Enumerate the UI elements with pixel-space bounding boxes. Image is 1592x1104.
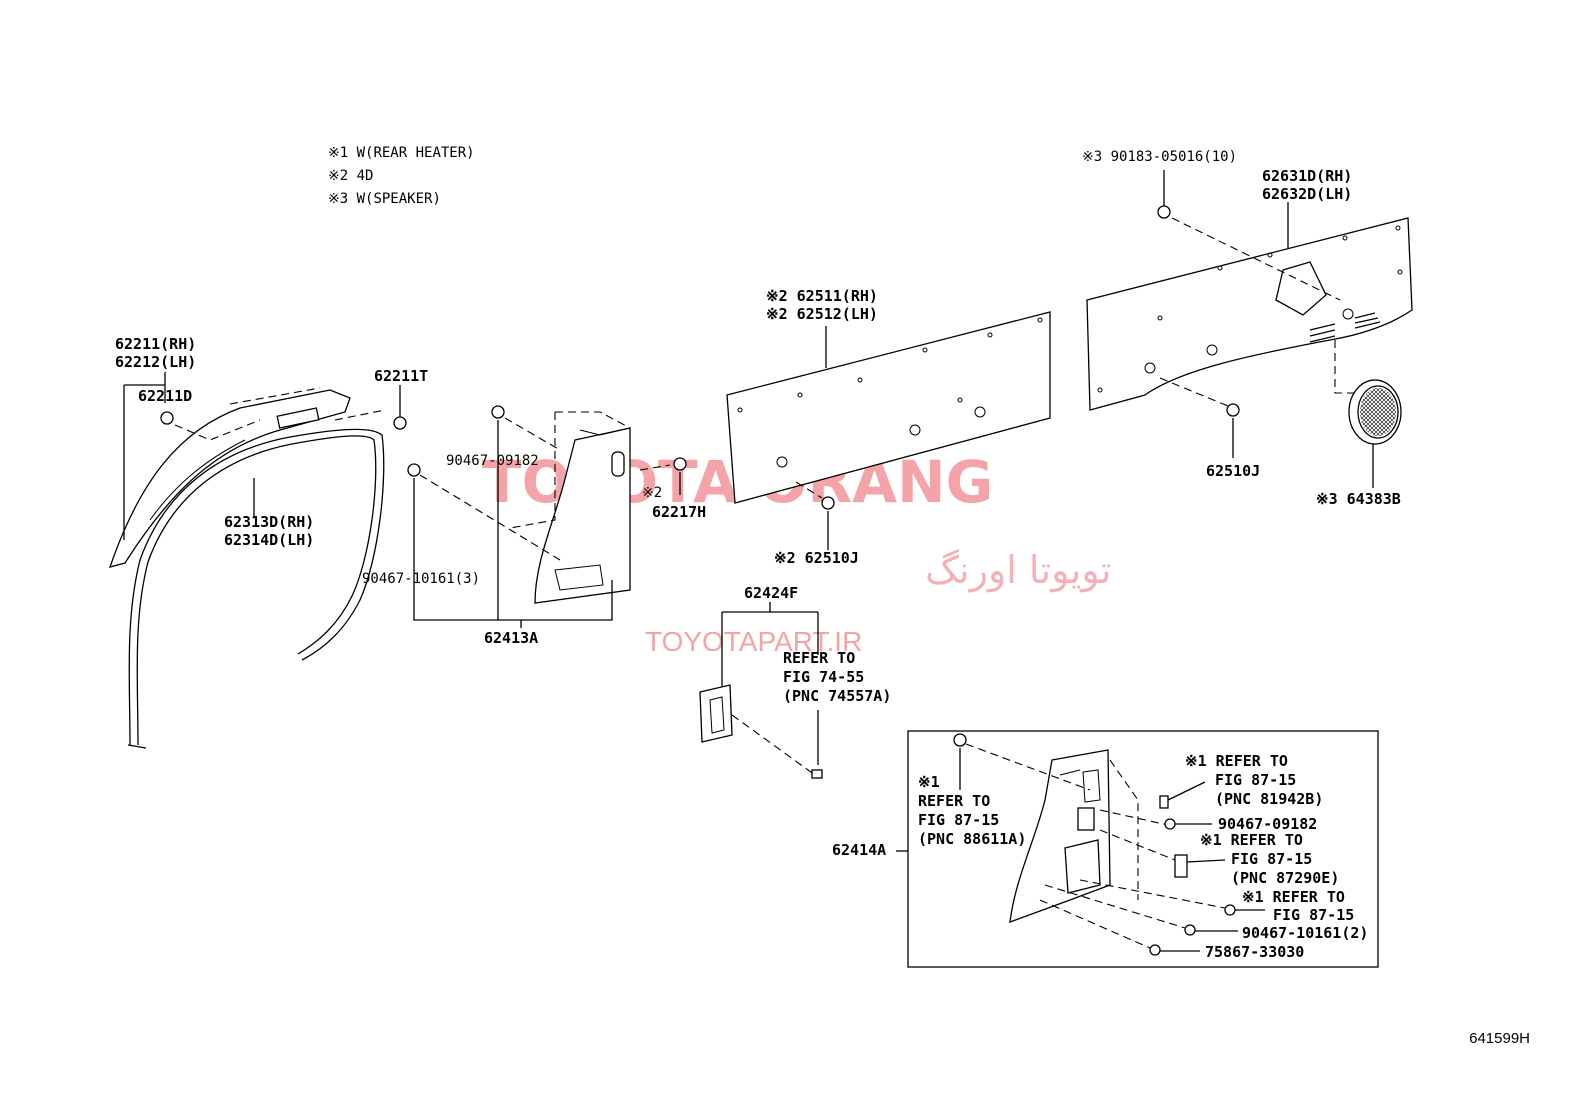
weatherstrip-62313d	[127, 428, 385, 749]
label-90467-09182-a: 90467-09182	[446, 453, 539, 469]
label-62512: ※2 62512(LH)	[766, 305, 878, 323]
watermark-url: TOYOTAPART.IR	[645, 626, 862, 657]
label-75867: 75867-33030	[1205, 943, 1304, 961]
clip-88611a	[953, 733, 967, 747]
label-62313d: 62313D(RH)	[224, 513, 314, 531]
clip-62217h	[673, 457, 687, 471]
label-x1-81942-1: ※1 REFER TO	[1185, 752, 1288, 770]
label-62211d: 62211D	[138, 387, 192, 405]
label-90183: ※3 90183-05016(10)	[1082, 149, 1237, 165]
label-62631d: 62631D(RH)	[1262, 167, 1352, 185]
clip-90467-09182-b	[1164, 818, 1176, 830]
clip-62510j-b	[1226, 403, 1240, 417]
label-90467-10161-3: 90467-10161(3)	[362, 571, 480, 587]
speaker-grille-64383b	[1348, 379, 1402, 445]
label-refer-88-2: FIG 87-15	[918, 811, 999, 829]
label-x1-a: ※1	[918, 773, 940, 791]
label-x2-62217h: ※2	[642, 485, 662, 501]
clip-75867	[1149, 944, 1161, 956]
label-x1-87290-1: ※1 REFER TO	[1200, 831, 1303, 849]
clip-62211t	[393, 416, 407, 430]
pillar-trim-62414a	[1009, 749, 1111, 923]
watermark-persian: تویوتا اورنگ	[925, 548, 1112, 593]
label-refer-74-1: REFER TO	[783, 649, 855, 667]
label-62511: ※2 62511(RH)	[766, 287, 878, 305]
label-x1-81942-3: (PNC 81942B)	[1215, 790, 1323, 808]
label-62424f: 62424F	[744, 584, 798, 602]
quarter-panel-62511	[726, 311, 1051, 504]
label-90467-09182-b: 90467-09182	[1218, 815, 1317, 833]
clip-90467-10161	[407, 463, 421, 477]
clip-87290e	[1174, 854, 1188, 878]
label-refer-74-2: FIG 74-55	[783, 668, 864, 686]
label-64383b: ※3 64383B	[1316, 490, 1401, 508]
label-x1-87290-3: (PNC 87290E)	[1231, 869, 1339, 887]
clip-90467-10161-b	[1184, 924, 1196, 936]
label-62212-lh: 62212(LH)	[115, 353, 196, 371]
label-62217h: 62217H	[652, 503, 706, 521]
label-62211t: 62211T	[374, 367, 428, 385]
note-2: ※2 4D	[328, 168, 373, 184]
clip-90183-05016	[1157, 205, 1171, 219]
label-x1-c-2: FIG 87-15	[1273, 906, 1354, 924]
label-62413a: 62413A	[484, 629, 538, 647]
clip-81942b	[1159, 795, 1169, 809]
clip-74557a	[811, 769, 823, 779]
leader-62424f	[721, 602, 819, 690]
note-3: ※3 W(SPEAKER)	[328, 191, 441, 207]
figure-code: 641599H	[1469, 1030, 1530, 1047]
label-refer-88-1: REFER TO	[918, 792, 990, 810]
inset-box-62414a	[907, 730, 1379, 968]
clip-62211d	[160, 411, 174, 425]
label-62314d: 62314D(LH)	[224, 531, 314, 549]
bracket-62424f	[699, 684, 733, 743]
leader-62413a-bracket	[413, 420, 613, 621]
label-x1-81942-2: FIG 87-15	[1215, 771, 1296, 789]
clip-87-15	[1224, 904, 1236, 916]
label-62414a: 62414A	[832, 841, 886, 859]
clip-62510j-a	[821, 496, 835, 510]
label-62211-rh: 62211(RH)	[115, 335, 196, 353]
clip-90467-09182-a	[491, 405, 505, 419]
label-refer-74-3: (PNC 74557A)	[783, 687, 891, 705]
label-62632d: 62632D(LH)	[1262, 185, 1352, 203]
label-refer-88-3: (PNC 88611A)	[918, 830, 1026, 848]
label-62510j-b: 62510J	[1206, 462, 1260, 480]
quarter-panel-62631d	[1086, 217, 1413, 411]
note-1: ※1 W(REAR HEATER)	[328, 145, 475, 161]
label-x1-c-1: ※1 REFER TO	[1242, 888, 1345, 906]
label-x1-87290-2: FIG 87-15	[1231, 850, 1312, 868]
pillar-garnish-62211	[108, 389, 351, 568]
label-90467-10161-2: 90467-10161(2)	[1242, 924, 1368, 942]
label-62510j-a: ※2 62510J	[774, 549, 859, 567]
